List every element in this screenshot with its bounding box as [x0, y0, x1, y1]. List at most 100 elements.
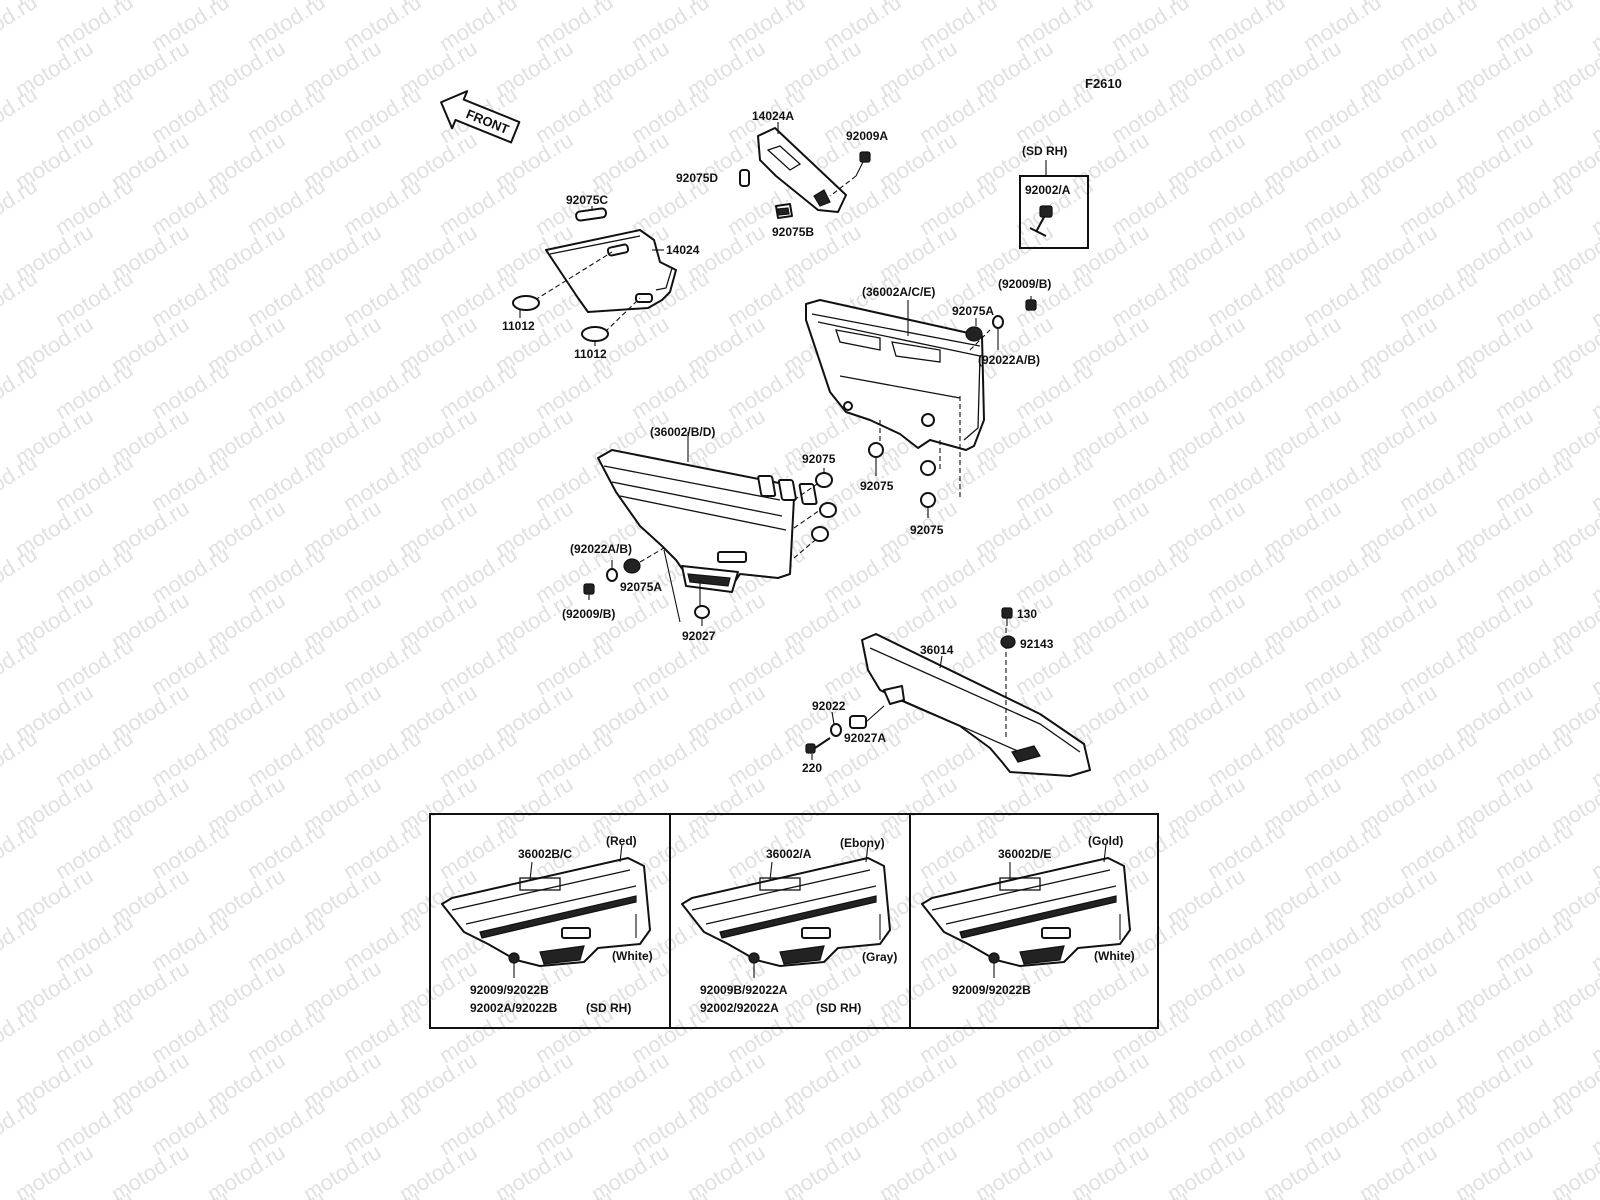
figure-code: F2610 — [1085, 76, 1122, 91]
watermark-text-365: motod.ru — [339, 817, 426, 884]
watermark-text-121: motod.ru — [1107, 173, 1194, 240]
callout-92075B: 92075B — [772, 225, 814, 239]
watermark-text-445: motod.ru — [1107, 1001, 1194, 1068]
watermark-text-328: motod.ru — [243, 725, 330, 792]
variant-3-top-color: (Gold) — [1088, 834, 1123, 848]
watermark-text-379: motod.ru — [0, 863, 2, 930]
watermark-text-330: motod.ru — [435, 725, 522, 792]
watermark-text-160: motod.ru — [1395, 265, 1482, 332]
watermark-text-475: motod.ru — [531, 1093, 618, 1160]
watermark-text-341: motod.ru — [1491, 725, 1578, 792]
watermark-text-268: motod.ru — [1395, 541, 1482, 608]
watermark-text-337: motod.ru — [1107, 725, 1194, 792]
watermark-text-516: motod.ru — [1011, 1185, 1098, 1200]
watermark-text-74: motod.ru — [51, 81, 138, 148]
bolt-220-icon — [805, 737, 831, 760]
callout-92022AB-left: (92022A/B) — [570, 542, 632, 556]
watermark-text-332: motod.ru — [627, 725, 714, 792]
watermark-text-199: motod.ru — [0, 403, 2, 470]
callout-14024: 14024 — [666, 243, 700, 257]
watermark-text-444: motod.ru — [1011, 1001, 1098, 1068]
watermark-text-119: motod.ru — [915, 173, 1002, 240]
watermark-text-362: motod.ru — [51, 817, 138, 884]
callout-92075A-top: 92075A — [952, 304, 994, 318]
variant-3-part: 36002D/E — [998, 847, 1051, 861]
watermark-text-293: motod.ru — [339, 633, 426, 700]
watermark-text-264: motod.ru — [1011, 541, 1098, 608]
watermark-text-233: motod.ru — [1491, 449, 1578, 516]
callout-92009B-left: (92009/B) — [562, 607, 615, 621]
watermark-text-326: motod.ru — [51, 725, 138, 792]
bolt-130-icon — [1001, 607, 1013, 626]
callout-36002BD: (36002/B/D) — [650, 425, 715, 439]
variant-2-note2: 92002/92022A — [700, 1001, 779, 1015]
watermark-text-257: motod.ru — [339, 541, 426, 608]
variant-2-side: (SD RH) — [816, 1001, 861, 1015]
watermark-text-189: motod.ru — [723, 357, 810, 424]
watermark-text-481: motod.ru — [1107, 1093, 1194, 1160]
clip-11012b-icon — [581, 326, 609, 346]
watermark-text-159: motod.ru — [1299, 265, 1386, 332]
watermark-text-126: motod.ru — [1587, 173, 1600, 240]
watermark-text-183: motod.ru — [147, 357, 234, 424]
watermark-text-378: motod.ru — [1587, 817, 1600, 884]
watermark-text-301: motod.ru — [1107, 633, 1194, 700]
watermark-text-486: motod.ru — [1587, 1093, 1600, 1160]
variant-1-note1: 92009/92022B — [470, 983, 549, 997]
watermark-text-196: motod.ru — [1395, 357, 1482, 424]
watermark-text-228: motod.ru — [1011, 449, 1098, 516]
sd-rh-part: 92002/A — [1025, 183, 1071, 197]
watermark-text-510: motod.ru — [435, 1185, 522, 1200]
watermark-text-231: motod.ru — [1299, 449, 1386, 516]
variants-frame — [429, 813, 1159, 1029]
watermark-text-400: motod.ru — [243, 909, 330, 976]
watermark-text-480: motod.ru — [1011, 1093, 1098, 1160]
callout-92022: 92022 — [812, 699, 846, 713]
watermark-text-255: motod.ru — [147, 541, 234, 608]
watermark-text-113: motod.ru — [339, 173, 426, 240]
watermark-text-297: motod.ru — [723, 633, 810, 700]
watermark-text-232: motod.ru — [1395, 449, 1482, 516]
watermark-text-86: motod.ru — [1203, 81, 1290, 148]
callout-92075-mid: 92075 — [860, 479, 894, 493]
watermark-text-91: motod.ru — [0, 127, 2, 194]
watermark-text-415: motod.ru — [0, 955, 2, 1022]
callout-11012b: 11012 — [574, 347, 607, 361]
watermark-text-83: motod.ru — [915, 81, 1002, 148]
watermark-text-156: motod.ru — [1011, 265, 1098, 332]
watermark-text-305: motod.ru — [1491, 633, 1578, 700]
watermark-text-111: motod.ru — [147, 173, 234, 240]
watermark-text-476: motod.ru — [627, 1093, 714, 1160]
collar-92027A-icon — [849, 705, 885, 729]
watermark-text-127: motod.ru — [0, 219, 2, 286]
callout-92075-right: 92075 — [910, 523, 944, 537]
watermark-text-411: motod.ru — [1299, 909, 1386, 976]
watermark-text-304: motod.ru — [1395, 633, 1482, 700]
watermark-text-296: motod.ru — [627, 633, 714, 700]
watermark-text-80: motod.ru — [627, 81, 714, 148]
callout-36014: 36014 — [920, 643, 954, 657]
watermark-text-122: motod.ru — [1203, 173, 1290, 240]
watermark-text-513: motod.ru — [723, 1185, 810, 1200]
watermark-text-517: motod.ru — [1107, 1185, 1194, 1200]
watermark-text-487: motod.ru — [0, 1139, 2, 1200]
watermark-text-473: motod.ru — [339, 1093, 426, 1160]
watermark-text-340: motod.ru — [1395, 725, 1482, 792]
variant-2-bottom-color: (Gray) — [862, 950, 897, 964]
watermark-text-148: motod.ru — [243, 265, 330, 332]
watermark-text-485: motod.ru — [1491, 1093, 1578, 1160]
panel-14024 — [534, 229, 677, 333]
variant-1-note2: 92002A/92022B — [470, 1001, 558, 1015]
variant-2-note1: 92009B/92022A — [700, 983, 788, 997]
watermark-text-254: motod.ru — [51, 541, 138, 608]
callout-92075D: 92075D — [676, 171, 718, 185]
variant-3-note1: 92009/92022B — [952, 983, 1031, 997]
watermark-text-149: motod.ru — [339, 265, 426, 332]
watermark-text-290: motod.ru — [51, 633, 138, 700]
watermark-text-375: motod.ru — [1299, 817, 1386, 884]
callout-92075-left: 92075 — [802, 452, 836, 466]
watermark-text-339: motod.ru — [1299, 725, 1386, 792]
watermark-text-437: motod.ru — [339, 1001, 426, 1068]
watermark-text-329: motod.ru — [339, 725, 426, 792]
watermark-text-410: motod.ru — [1203, 909, 1290, 976]
